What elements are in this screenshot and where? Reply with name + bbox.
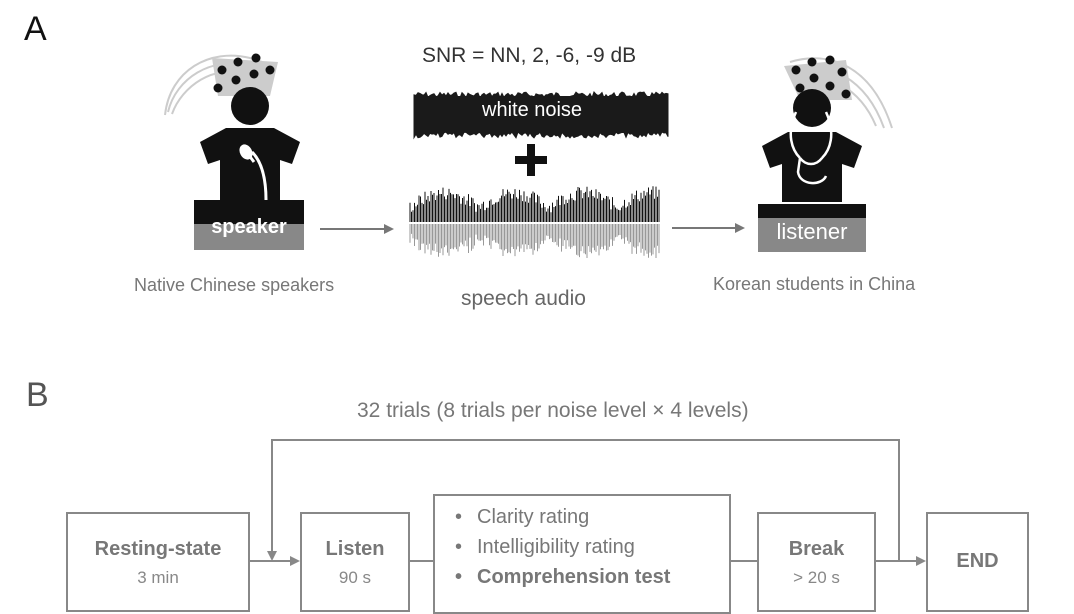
plus-icon [515, 144, 547, 176]
break-box: Break > 20 s [757, 512, 876, 612]
comprehension-test-item: Comprehension test [455, 562, 670, 592]
panel-b-label: B [26, 376, 49, 414]
resting-state-title: Resting-state [94, 538, 222, 560]
speaker-caption: Native Chinese speakers [134, 275, 335, 295]
listen-title: Listen [325, 538, 385, 560]
resting-state-box: Resting-state 3 min [66, 512, 250, 612]
arrow-audio-to-listener [672, 223, 745, 233]
listen-box: Listen 90 s [300, 512, 410, 612]
break-duration: > 20 s [793, 568, 840, 587]
listener-caption: Korean students in China [713, 274, 916, 294]
listener-label: listener [776, 219, 848, 244]
snr-label: SNR = NN, 2, -6, -9 dB [422, 44, 637, 67]
speaker-figure [164, 53, 304, 250]
trials-label: 32 trials (8 trials per noise level × 4 … [357, 399, 749, 422]
ratings-list: Clarity rating Intelligibility rating Co… [455, 502, 670, 592]
white-noise-label: white noise [482, 99, 583, 121]
end-box: END [926, 512, 1029, 612]
ratings-box: Clarity rating Intelligibility rating Co… [433, 494, 731, 614]
break-title: Break [788, 538, 845, 560]
resting-state-duration: 3 min [137, 568, 179, 587]
panel-a-label: A [24, 10, 47, 48]
clarity-rating-item: Clarity rating [455, 502, 670, 532]
listen-duration: 90 s [338, 568, 372, 587]
listener-figure [758, 55, 893, 252]
intelligibility-rating-item: Intelligibility rating [455, 532, 670, 562]
audio-caption: speech audio [461, 287, 586, 310]
white-noise-waveform [413, 91, 669, 140]
arrow-speaker-to-audio [320, 224, 394, 234]
speech-waveform [409, 186, 660, 258]
speaker-label: speaker [211, 216, 287, 238]
end-title: END [956, 550, 999, 572]
